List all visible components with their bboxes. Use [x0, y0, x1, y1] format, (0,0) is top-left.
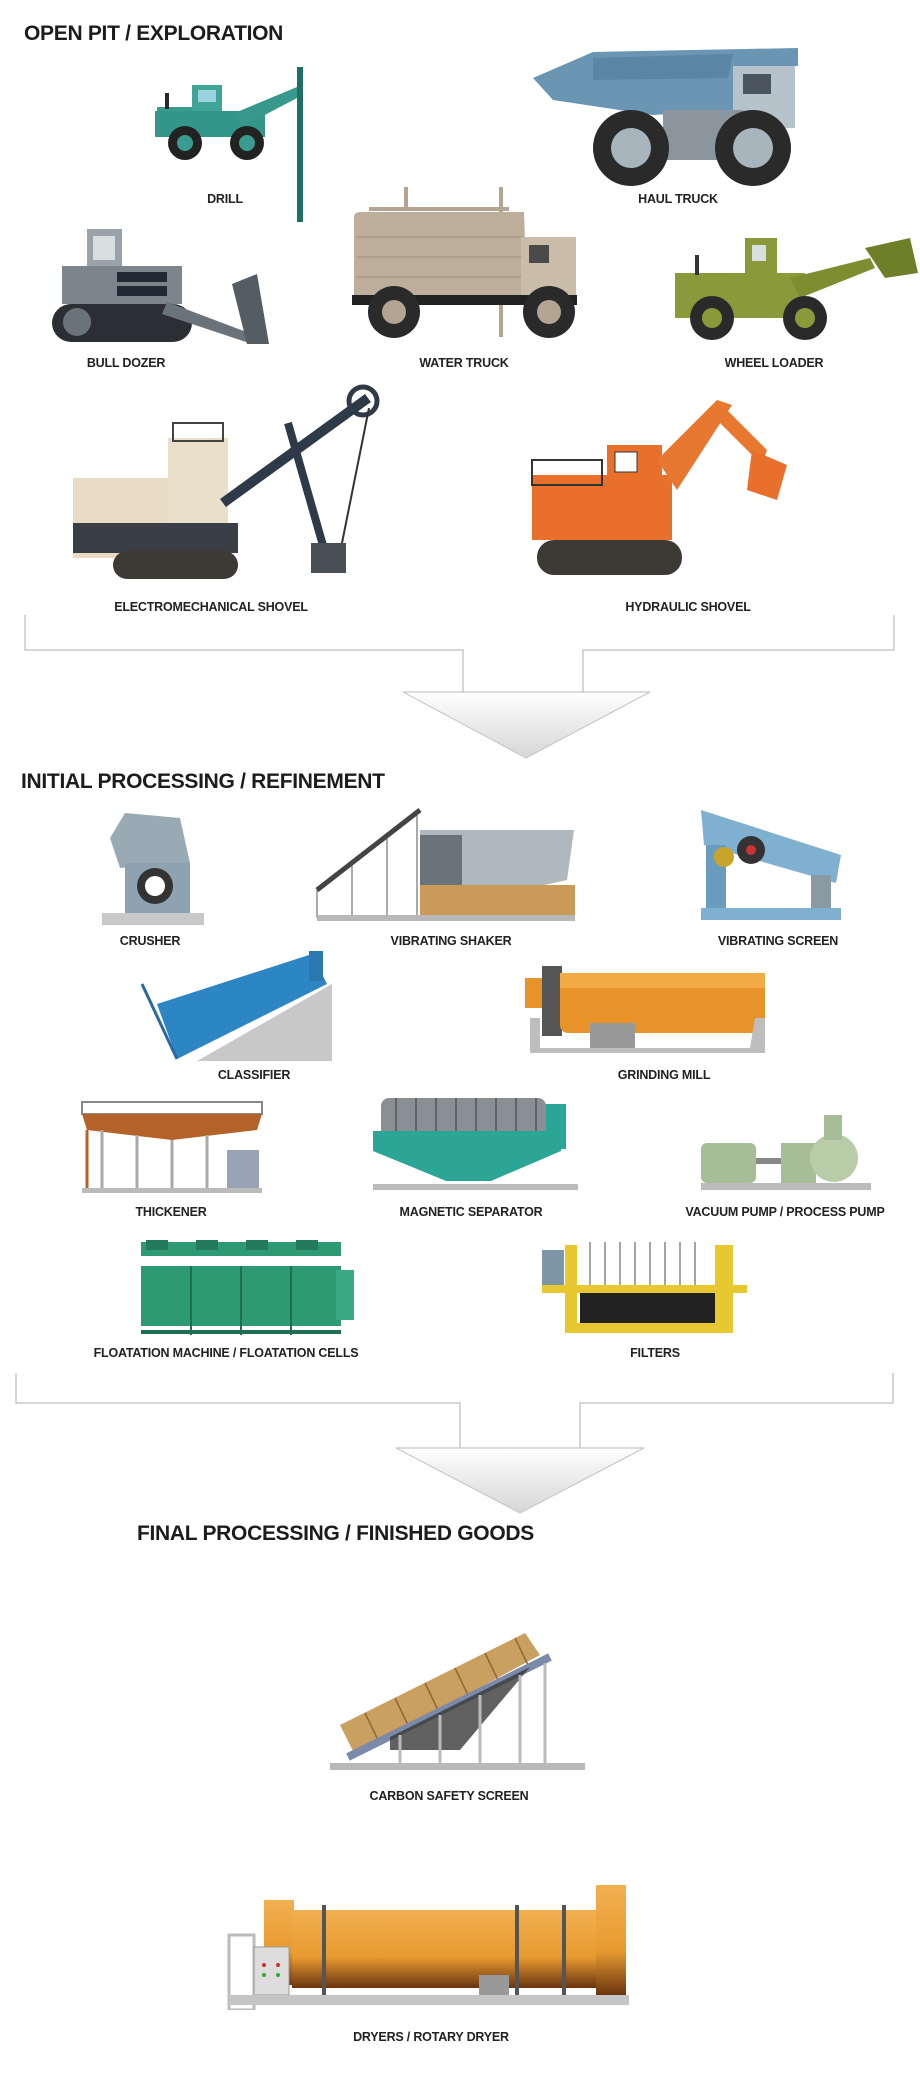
- label-electromechanical-shovel: ELECTROMECHANICAL SHOVEL: [114, 600, 308, 614]
- magnetic-separator-icon: [373, 1098, 578, 1190]
- down-arrow-icon: [395, 1447, 645, 1514]
- equipment-filter-press: [540, 1240, 755, 1338]
- label-haul-truck: HAUL TRUCK: [638, 192, 718, 206]
- label-magnetic-separator: MAGNETIC SEPARATOR: [399, 1205, 543, 1219]
- equipment-vibrating-shaker: [312, 805, 580, 925]
- flow-bracket-1: [24, 615, 895, 759]
- equipment-pump: [696, 1113, 881, 1195]
- pump-icon: [701, 1115, 871, 1190]
- equipment-wheel-loader: [670, 233, 920, 348]
- equipment-haul-truck: [533, 40, 803, 190]
- vibrating-screen-icon: [701, 810, 841, 920]
- equipment-floatation-cells: [136, 1240, 361, 1338]
- equipment-thickener: [77, 1100, 267, 1195]
- floatation-cells-icon: [141, 1240, 354, 1335]
- label-grinding-mill: GRINDING MILL: [617, 1068, 711, 1082]
- label-pump: VACUUM PUMP / PROCESS PUMP: [685, 1205, 885, 1219]
- label-rotary-dryer: DRYERS / ROTARY DRYER: [353, 2030, 509, 2044]
- classifier-icon: [140, 951, 332, 1061]
- flow-bracket-2: [15, 1373, 894, 1514]
- label-carbon-safety-screen: CARBON SAFETY SCREEN: [369, 1789, 529, 1803]
- equipment-grinding-mill: [520, 958, 775, 1063]
- equipment-magnetic-separator: [371, 1096, 581, 1194]
- equipment-vibrating-screen: [696, 805, 851, 923]
- water-truck-icon: [352, 187, 577, 338]
- equipment-bulldozer: [47, 224, 272, 349]
- label-vibrating-screen: VIBRATING SCREEN: [717, 934, 839, 948]
- label-classifier: CLASSIFIER: [217, 1068, 291, 1082]
- label-bulldozer: BULL DOZER: [86, 356, 166, 370]
- wheel-loader-icon: [675, 238, 918, 340]
- label-wheel-loader: WHEEL LOADER: [724, 356, 824, 370]
- haul-truck-icon: [533, 48, 798, 186]
- equipment-rotary-dryer: [224, 1885, 634, 2010]
- label-drill: DRILL: [207, 192, 243, 206]
- vibrating-shaker-icon: [315, 808, 575, 921]
- electromechanical-shovel-icon: [73, 384, 380, 579]
- equipment-drill: [147, 67, 317, 227]
- equipment-carbon-safety-screen: [320, 1625, 585, 1775]
- equipment-classifier: [137, 949, 337, 1064]
- rotary-dryer-icon: [227, 1885, 629, 2010]
- label-filters: FILTERS: [630, 1346, 680, 1360]
- equipment-electromechanical-shovel: [73, 383, 383, 583]
- section-title-initial-processing: INITIAL PROCESSING / REFINEMENT: [21, 770, 385, 793]
- label-water-truck: WATER TRUCK: [419, 356, 509, 370]
- drill-rig-icon: [155, 67, 303, 222]
- label-vibrating-shaker: VIBRATING SHAKER: [390, 934, 512, 948]
- section-title-open-pit: OPEN PIT / EXPLORATION: [24, 22, 284, 45]
- down-arrow-icon: [402, 691, 651, 759]
- equipment-hydraulic-shovel: [527, 390, 792, 580]
- crusher-icon: [102, 813, 204, 925]
- bulldozer-icon: [52, 229, 269, 344]
- label-hydraulic-shovel: HYDRAULIC SHOVEL: [625, 600, 751, 614]
- thickener-icon: [81, 1101, 263, 1193]
- carbon-safety-screen-icon: [330, 1633, 585, 1770]
- label-crusher: CRUSHER: [119, 934, 181, 948]
- label-floatation-cells: FLOATATION MACHINE / FLOATATION CELLS: [93, 1346, 359, 1360]
- equipment-crusher: [100, 808, 210, 926]
- hydraulic-shovel-icon: [531, 400, 787, 575]
- label-thickener: THICKENER: [135, 1205, 207, 1219]
- grinding-mill-icon: [525, 966, 765, 1053]
- equipment-water-truck: [349, 187, 589, 347]
- filter-press-icon: [542, 1242, 747, 1333]
- section-title-final-processing: FINAL PROCESSING / FINISHED GOODS: [137, 1522, 534, 1545]
